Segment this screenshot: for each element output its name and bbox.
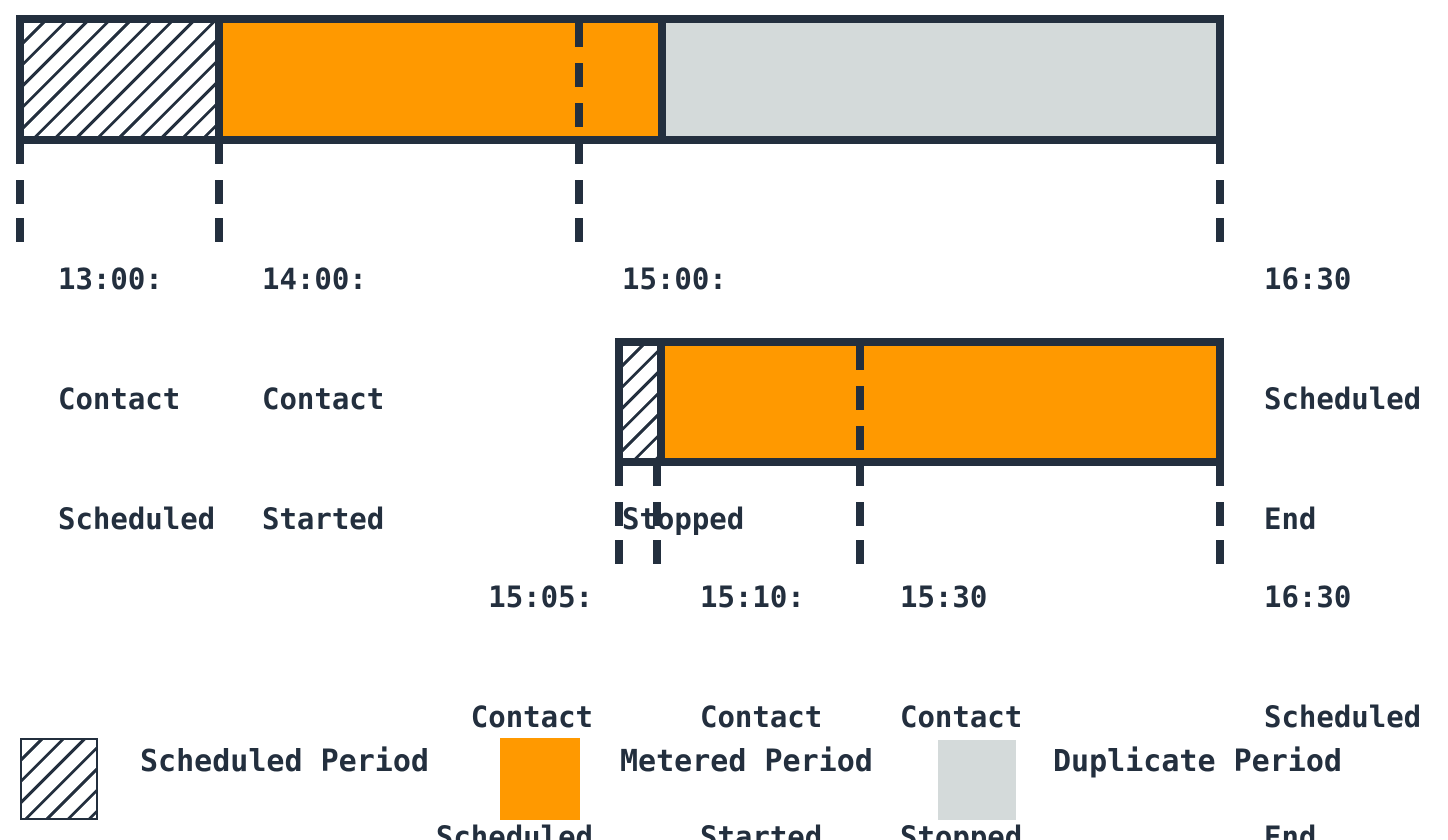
label-contact1-started: 14:00: Contact Started (262, 179, 384, 619)
tick-contact2-scheduled-end (1216, 466, 1224, 564)
legend-label-duplicate-period: Duplicate Period (1053, 744, 1342, 779)
marker-text: Started (700, 820, 823, 840)
label-contact2-scheduled: 15:05: Contact Scheduled (333, 497, 593, 840)
legend-label-scheduled-period: Scheduled Period (140, 744, 429, 779)
tick-contact1-started (215, 144, 223, 242)
marker-text: Contact (58, 382, 181, 416)
contact1-stopped-dashed-line (575, 23, 583, 136)
contact2-stopped-dashed-line (856, 346, 864, 458)
tick-contact1-stopped (575, 144, 583, 242)
marker-text: Scheduled (58, 502, 216, 536)
contact1-timeline-bar (16, 15, 1224, 144)
marker-text: Scheduled (1264, 700, 1422, 734)
marker-text: Contact (262, 382, 385, 416)
marker-time: 15:10: (700, 580, 805, 614)
marker-time: 15:00: (622, 262, 727, 296)
legend-swatch-metered-period (500, 738, 580, 820)
label-contact1-scheduled: 13:00: Contact Scheduled (58, 179, 215, 619)
marker-time: 16:30 (1264, 262, 1352, 296)
label-contact2-started: 15:10: Contact Started (700, 497, 822, 840)
contact2-timeline-bar (615, 338, 1224, 466)
marker-text: End (1264, 502, 1317, 536)
marker-time: 13:00: (58, 262, 163, 296)
marker-text: Contact (470, 700, 593, 734)
legend-label-metered-period: Metered Period (620, 744, 873, 779)
marker-time: 14:00: (262, 262, 367, 296)
contact1-duplicate-period-segment (666, 23, 1216, 136)
legend-swatch-scheduled-period (20, 738, 98, 820)
tick-contact2-stopped (856, 466, 864, 564)
marker-text: Stopped (622, 502, 745, 536)
label-contact1-scheduled-end: 16:30 Scheduled End (1264, 179, 1421, 619)
marker-text: Contact (700, 700, 823, 734)
marker-time: 15:05: (488, 580, 593, 614)
marker-text: Stopped (900, 820, 1023, 840)
label-contact2-stopped: 15:30 Contact Stopped (900, 497, 1022, 840)
marker-text: Started (262, 502, 385, 536)
marker-text: End (1264, 820, 1317, 840)
contact1-scheduled-period-segment (24, 23, 215, 136)
contact1-metered-period-segment (223, 23, 658, 136)
legend-swatch-duplicate-period (938, 740, 1016, 820)
marker-time: 16:30 (1264, 580, 1352, 614)
tick-contact1-scheduled-end (1216, 144, 1224, 242)
contact2-scheduled-period-segment (623, 346, 657, 458)
contact2-metered-period-segment (665, 346, 1216, 458)
marker-text: Contact (900, 700, 1023, 734)
marker-text: Scheduled (435, 820, 593, 840)
marker-time: 15:30 (900, 580, 988, 614)
tick-contact1-scheduled (16, 144, 24, 242)
tick-contact2-scheduled (615, 466, 623, 564)
label-contact2-scheduled-end: 16:30 Scheduled End (1264, 497, 1421, 840)
marker-text: Scheduled (1264, 382, 1422, 416)
tick-contact2-started (653, 466, 661, 564)
